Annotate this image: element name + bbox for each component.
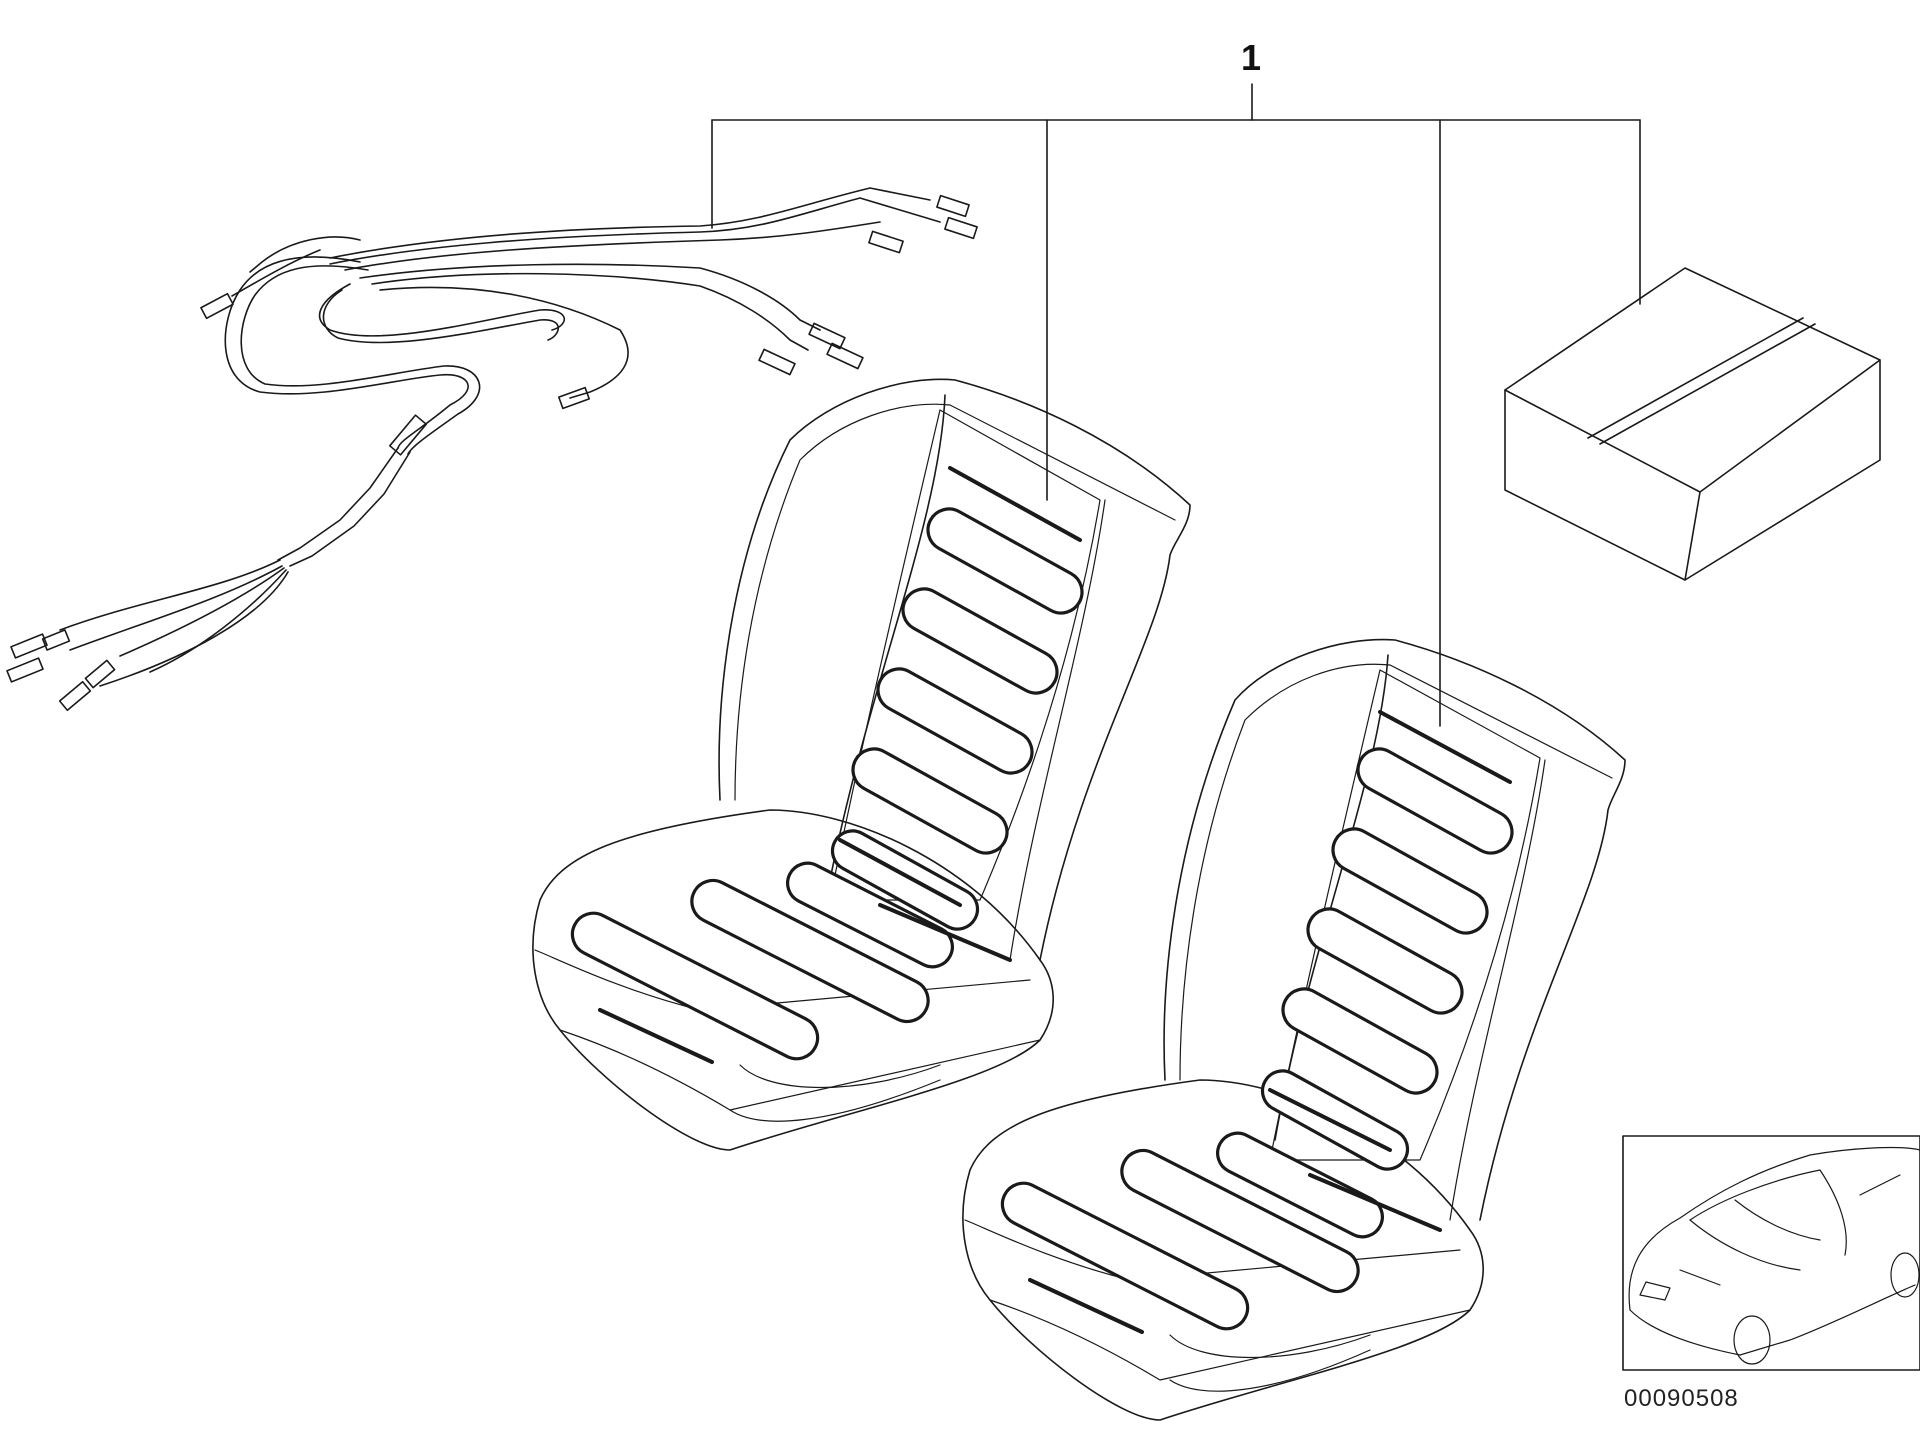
callout-group: 1 bbox=[711, 37, 1641, 727]
seat-heating-element-left-icon bbox=[532, 378, 1191, 1151]
wiring-harness-icon bbox=[6, 187, 978, 712]
callout-leader-lines bbox=[711, 83, 1641, 727]
document-id: 00090508 bbox=[1624, 1385, 1739, 1412]
vehicle-thumbnail-icon bbox=[1622, 1135, 1920, 1371]
callout-label: 1 bbox=[1241, 37, 1261, 78]
seat-heating-element-right-icon bbox=[962, 638, 1626, 1421]
kit-box-icon bbox=[1504, 267, 1881, 581]
